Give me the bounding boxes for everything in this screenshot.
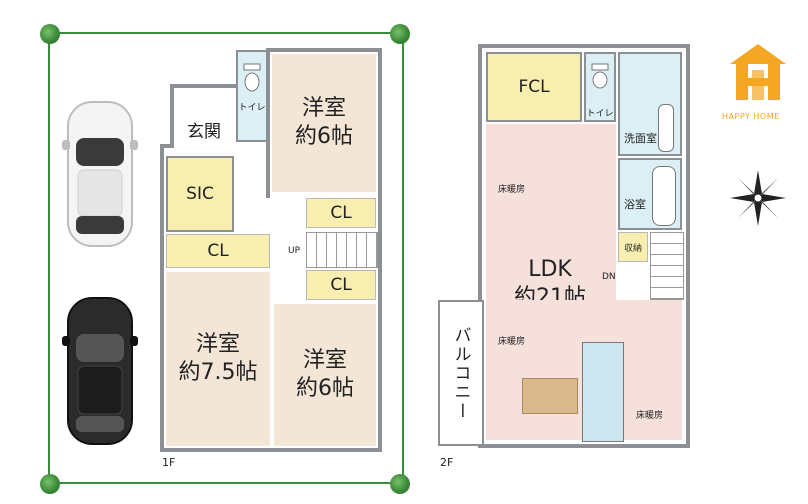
- floor1-up-label: UP: [288, 246, 301, 256]
- floor2-yokushitsu-label: 浴室: [624, 198, 646, 211]
- car-black-icon: [62, 297, 138, 445]
- floor1-youshitsu-left: 洋室 約7.5帖: [166, 272, 270, 446]
- dining-table: [522, 378, 578, 414]
- floor1-youshitsu-left-label: 洋室 約7.5帖: [178, 332, 258, 385]
- bathtub-icon: [652, 166, 676, 226]
- happy-home-logo-icon: [730, 44, 786, 100]
- floor1-genkan-label: 玄関: [187, 121, 221, 142]
- floor2-label: 2F: [440, 456, 454, 469]
- floor2-shuno: 収納: [618, 232, 648, 262]
- floor2-dn-label: DN: [602, 272, 616, 282]
- floor2-yukadanbou-3-label: 床暖房: [636, 411, 664, 421]
- property-boundary: [48, 32, 404, 484]
- logo-text: HAPPY HOME: [722, 112, 780, 121]
- floor2-balcony-label: バルコニー: [450, 325, 471, 421]
- floor1-cl-right-top-label: CL: [330, 203, 352, 223]
- floor2-yokushitsu: 浴室: [618, 158, 682, 230]
- floor2-toilet-label: トイレ: [586, 109, 614, 119]
- floor1-toilet-label: トイレ: [238, 103, 266, 113]
- floor2-fcl-label: FCL: [518, 77, 550, 97]
- floor1-toilet: トイレ: [236, 50, 268, 142]
- floor2-senmenshitsu: 洗面室: [618, 52, 682, 156]
- floor1-youshitsu-right-label: 洋室 約6帖: [296, 348, 354, 401]
- floor2-yukadanbou-1-label: 床暖房: [498, 185, 526, 195]
- floor1-cl-right-top: CL: [306, 198, 376, 228]
- floor1-sic-label: SIC: [186, 184, 214, 204]
- hedge-corner-top-left: [40, 24, 60, 44]
- floor2-stairs: [650, 232, 684, 300]
- floor1-genkan: 玄関: [174, 104, 234, 154]
- washbasin-icon: [658, 104, 674, 152]
- car-white-icon: [62, 101, 138, 247]
- floor2-yukadanbou-2-label: 床暖房: [498, 337, 526, 347]
- floor1-youshitsu-top: 洋室 約6帖: [272, 54, 376, 192]
- floor2-fcl: FCL: [486, 52, 582, 122]
- hedge-corner-bottom-left: [40, 474, 60, 494]
- floor2-shuno-label: 収納: [623, 243, 642, 254]
- toilet-icon: [591, 63, 609, 89]
- floor1-youshitsu-right: 洋室 約6帖: [274, 304, 376, 446]
- floor1-youshitsu-top-label: 洋室 約6帖: [295, 96, 353, 149]
- kitchen-counter: [582, 342, 624, 442]
- floor1-plan: トイレ 玄関 洋室 約6帖 SIC CL CL UP CL 洋室 約7.5帖 洋…: [160, 44, 382, 452]
- floor2-senmenshitsu-label: 洗面室: [624, 132, 657, 145]
- floor1-cl-right-bottom: CL: [306, 270, 376, 300]
- floor2-ldk: LDK 約21帖 床暖房: [486, 124, 616, 310]
- floor1-cl-left: CL: [166, 234, 270, 268]
- floor2-plan: FCL トイレ 洗面室 浴室 LDK 約21帖 床暖房 床暖房 床暖房 収納 D…: [478, 44, 690, 448]
- compass-icon: [730, 170, 786, 226]
- floor1-label: 1F: [162, 456, 176, 469]
- floor2-toilet: トイレ: [584, 52, 616, 122]
- hedge-corner-bottom-right: [390, 474, 410, 494]
- floor1-stairs: [306, 232, 378, 268]
- hedge-corner-top-right: [390, 24, 410, 44]
- floor2-balcony: バルコニー: [438, 300, 484, 446]
- toilet-icon: [243, 63, 261, 92]
- floor1-cl-left-label: CL: [207, 241, 229, 261]
- floor1-sic: SIC: [166, 156, 234, 232]
- floor1-cl-right-bottom-label: CL: [330, 275, 352, 295]
